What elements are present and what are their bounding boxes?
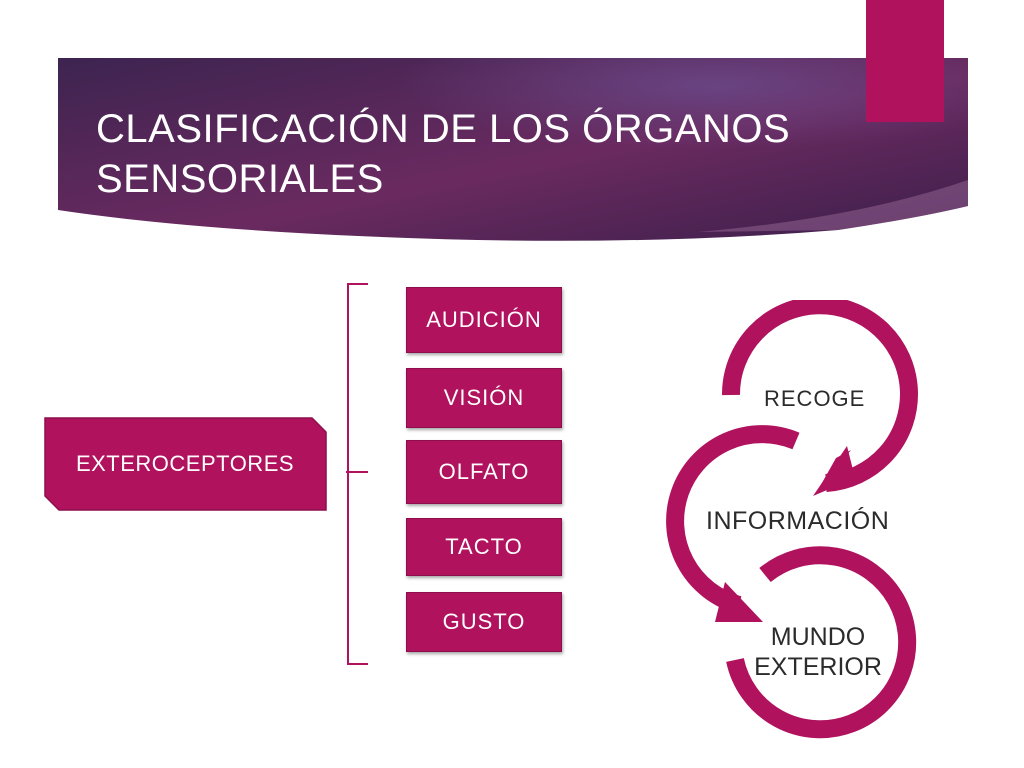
exteroceptores-shape (44, 417, 327, 511)
cycle-arrow-top (721, 300, 918, 492)
sense-box-vision: VISIÓN (406, 368, 562, 428)
sense-box-tacto: TACTO (406, 518, 562, 576)
slide-title-line-1: CLASIFICACIÓN DE LOS ÓRGANOS (96, 107, 791, 151)
accent-tab (866, 0, 944, 122)
title-banner-shape (58, 58, 968, 241)
sense-label: GUSTO (442, 609, 526, 634)
cycle-arrow-middle (666, 425, 800, 614)
sense-label: VISIÓN (443, 385, 525, 410)
sense-label: TACTO (445, 534, 523, 559)
cycle-arrowhead-top-tip (813, 446, 855, 496)
cycle-diagram (666, 300, 918, 739)
sense-label: AUDICIÓN (426, 307, 542, 332)
sense-box-audicion: AUDICIÓN (406, 287, 562, 353)
sense-box-gusto: GUSTO (406, 592, 562, 652)
sense-label: OLFATO (438, 459, 530, 484)
exteroceptores-box: EXTEROCEPTORES (42, 415, 328, 513)
cycle-label-informacion: INFORMACIÓN (706, 507, 890, 535)
bracket-connector (346, 283, 368, 665)
cycle-label-mundo-exterior: MUNDO EXTERIOR (752, 622, 884, 682)
cycle-arrowhead-middle (715, 582, 763, 622)
slide-title: CLASIFICACIÓN DE LOS ÓRGANOS SENSORIALES (96, 104, 876, 204)
slide-title-line-2: SENSORIALES (96, 157, 384, 201)
cycle-label-mundo: MUNDO (770, 623, 866, 651)
cycle-arrow-bottom (726, 546, 917, 739)
cycle-label-recoge: RECOGE (764, 386, 866, 411)
title-banner (58, 58, 968, 243)
exteroceptores-label: EXTEROCEPTORES (75, 451, 295, 476)
sense-box-olfato: OLFATO (406, 440, 562, 504)
cycle-label-exterior: EXTERIOR (754, 653, 882, 681)
